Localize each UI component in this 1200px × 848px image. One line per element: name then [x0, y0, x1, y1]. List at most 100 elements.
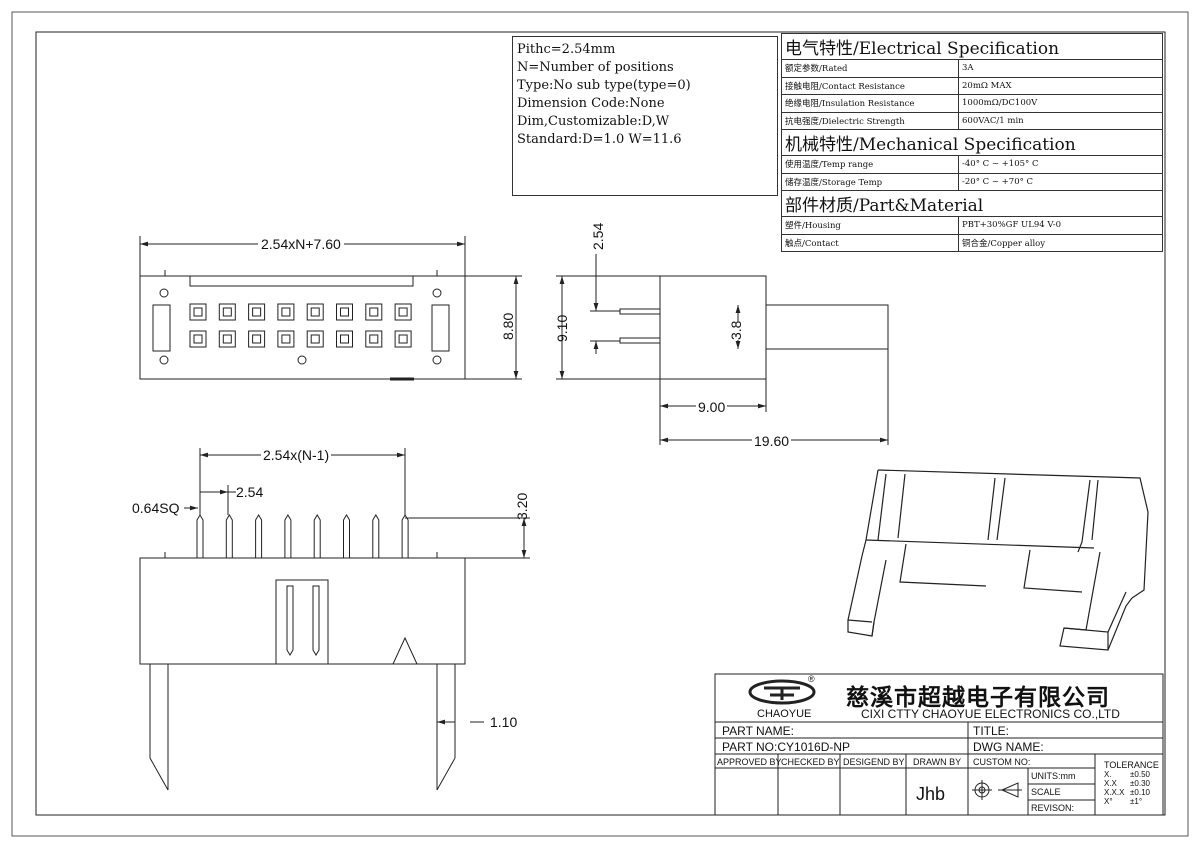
- contact-cavity-inner: [193, 334, 203, 344]
- designed-by: DESIGEND BY: [843, 757, 905, 767]
- contact-cavity: [277, 330, 295, 348]
- company-en: CIXI CTTY CHAOYUE ELECTRONICS CO.,LTD: [861, 707, 1120, 721]
- dim-side-depth: 9.00: [696, 399, 728, 415]
- contact-cavity: [277, 303, 295, 321]
- pin: [284, 514, 292, 558]
- tolerance-title: TOLERANCE: [1104, 760, 1159, 770]
- note-line: Dimension Code:None: [517, 96, 665, 111]
- material-title: 部件材质/Part&Material: [781, 190, 1163, 217]
- contact-cavity-inner: [193, 307, 203, 317]
- tol-val: ±0.10: [1130, 788, 1150, 797]
- contact-cavity-inner: [252, 334, 262, 344]
- dim-height: 8.80: [500, 312, 516, 340]
- contact-cavity-inner: [222, 307, 232, 317]
- contact-cavity-inner: [369, 334, 379, 344]
- note-line: Standard:D=1.0 W=11.6: [517, 132, 682, 147]
- pin: [313, 514, 321, 558]
- logo-text: CHAOYUE: [757, 708, 812, 720]
- drawn-by-value: Jhb: [916, 784, 946, 804]
- dim-pin-size: 0.64SQ: [132, 500, 180, 516]
- contact-cavity-inner: [340, 334, 349, 344]
- note-line: Pithc=2.54mm: [517, 42, 616, 57]
- note-line: Dim,Customizable:D,W: [517, 114, 670, 129]
- pin: [196, 514, 204, 558]
- spec-label: 触点/Contact: [781, 233, 959, 252]
- dim-side-inner: 3.8: [728, 320, 744, 340]
- mechanical-title: 机械特性/Mechanical Specification: [781, 129, 1163, 156]
- tol-key: X.X.X: [1104, 788, 1125, 797]
- tol-val: ±1°: [1130, 797, 1143, 806]
- contact-cavity: [189, 303, 207, 321]
- contact-cavity: [248, 303, 266, 321]
- contact-cavity: [336, 330, 353, 348]
- title-block: [714, 673, 1164, 816]
- pin-section: [312, 585, 320, 656]
- electrical-title: 电气特性/Electrical Specification: [781, 33, 1163, 60]
- dim-latch-width: 1.10: [490, 714, 518, 730]
- tol-val: ±0.30: [1130, 779, 1150, 788]
- tol-val: ±0.50: [1130, 770, 1150, 779]
- contact-cavity: [394, 303, 412, 321]
- dim-pitch-span: 2.54x(N-1): [261, 447, 332, 463]
- isometric-view: [847, 469, 1149, 651]
- pin-section: [286, 585, 294, 656]
- contact-cavity-inner: [398, 307, 408, 317]
- contact-cavity-inner: [369, 307, 379, 317]
- dim-pitch: 2.54: [236, 484, 264, 500]
- contact-cavity-inner: [398, 334, 408, 344]
- tol-key: X°: [1104, 797, 1113, 806]
- contact-cavity: [336, 303, 353, 321]
- title-label: TITLE:: [973, 724, 1010, 738]
- company-cn: 慈溪市超越电子有限公司: [846, 685, 1110, 711]
- contact-cavity-inner: [222, 334, 232, 344]
- note-line: N=Number of positions: [517, 60, 674, 75]
- contact-cavity-inner: [252, 307, 262, 317]
- dim-pin-height: 3.20: [514, 492, 530, 520]
- front-view: [139, 270, 466, 381]
- side-view: [613, 275, 889, 380]
- contact-cavity-inner: [310, 307, 320, 317]
- part-no-label: PART NO:CY1016D-NP: [722, 740, 851, 754]
- note-line: Type:No sub type(type=0): [517, 78, 691, 93]
- dim-width-formula: 2.54xN+7.60: [258, 236, 344, 252]
- contact-cavity: [248, 330, 266, 348]
- pin: [401, 514, 409, 558]
- tol-key: X.: [1104, 770, 1112, 779]
- contact-cavity-inner: [340, 307, 349, 317]
- contact-cavity: [394, 330, 412, 348]
- registered-mark: ®: [808, 674, 815, 684]
- notes-box: Pithc=2.54mm N=Number of positions Type:…: [512, 36, 778, 196]
- tolerance-list: X. ±0.50 X.X ±0.30 X.X.X ±0.10 X° ±1°: [1104, 770, 1150, 806]
- contact-cavity: [306, 330, 324, 348]
- approved-by: APPROVED BY: [717, 757, 782, 767]
- dim-side-height: 9.10: [554, 314, 570, 342]
- pin-view: [139, 514, 466, 791]
- dim-pitch-side: 2.54: [590, 222, 606, 250]
- contact-cavity: [365, 303, 383, 321]
- tol-key: X.X: [1104, 779, 1117, 788]
- pin: [255, 514, 263, 558]
- spec-value: 铜合金/Copper alloy: [958, 233, 1163, 252]
- contact-cavity: [306, 303, 324, 321]
- part-name-label: PART NAME:: [722, 724, 795, 738]
- contact-cavity: [189, 330, 207, 348]
- pin: [343, 514, 350, 558]
- custom-no: CUSTOM NO:: [973, 757, 1031, 767]
- contact-cavity: [218, 330, 236, 348]
- dim-side-total: 19.60: [752, 433, 792, 449]
- pin: [225, 514, 233, 558]
- dwg-name-label: DWG NAME:: [973, 740, 1044, 754]
- outer-border: [11, 11, 1189, 837]
- contact-cavity-inner: [281, 307, 291, 317]
- contact-cavity-inner: [281, 334, 291, 344]
- revision: REVISON:: [1031, 803, 1075, 813]
- specification-table: 电气特性/Electrical Specification 额定参数/Rated…: [781, 33, 1163, 252]
- inner-border: [35, 31, 1166, 816]
- contact-cavity: [218, 303, 236, 321]
- units: UNITS:mm: [1031, 771, 1076, 781]
- checked-by: CHECKED BY: [781, 757, 840, 767]
- contact-cavity-inner: [310, 334, 320, 344]
- scale: SCALE: [1031, 787, 1061, 797]
- contact-cavity: [365, 330, 383, 348]
